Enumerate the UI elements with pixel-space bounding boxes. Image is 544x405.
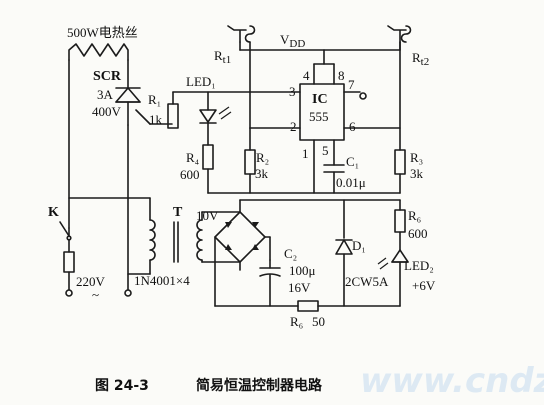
pin1-label: 1 — [302, 146, 309, 161]
r6-value: 600 — [408, 226, 428, 241]
rectifier-label: 1N4001×4 — [134, 273, 190, 288]
thermistor-rt2 — [387, 25, 412, 151]
watermark: www.cndzz.com — [360, 361, 544, 401]
pin5-label: 5 — [322, 143, 329, 158]
led2 — [377, 249, 409, 307]
fuse — [63, 251, 75, 291]
r4-value: 600 — [180, 167, 200, 182]
heater-label: 500W电热丝 — [67, 25, 138, 40]
led2-label: LED₂ — [404, 258, 434, 273]
pin7-label: 7 — [348, 77, 355, 92]
figure-title: 简易恒温控制器电路 — [196, 377, 323, 394]
c2-label: C₂ — [284, 246, 297, 261]
resistor-r3 — [394, 149, 406, 194]
r3-label: R₃ — [410, 150, 423, 165]
resistor-r1 — [149, 91, 301, 129]
mains-terminal-b — [124, 289, 132, 297]
scr-current: 3A — [97, 87, 114, 102]
resistor-r5 — [214, 300, 401, 312]
resistor-r6 — [394, 199, 406, 251]
r4-label: R₄ — [186, 150, 200, 165]
c1-value: 0.01μ — [336, 175, 366, 190]
zener-d1 — [335, 199, 353, 307]
pin4-label: 4 — [303, 68, 310, 83]
pin2-label: 2 — [290, 119, 297, 134]
r1-label: R₁ — [148, 92, 161, 107]
switch-k[interactable] — [59, 221, 72, 253]
pin3-label: 3 — [289, 84, 296, 99]
r1-value: 1k — [149, 112, 163, 127]
ic-part: 555 — [309, 109, 329, 124]
r2-value: 3k — [255, 166, 269, 181]
d1-label: D₁ — [352, 238, 366, 253]
scr-label: SCR — [93, 69, 122, 84]
thermistor-rt1 — [227, 25, 256, 129]
mains-symbol: ~ — [92, 287, 99, 302]
r6-label: R₆ — [408, 208, 421, 223]
heater-element — [68, 43, 129, 229]
transformer-label: T — [173, 205, 183, 220]
c1-label: C₁ — [346, 154, 359, 169]
c2-voltage: 16V — [288, 280, 311, 295]
bridge-rectifier — [214, 199, 401, 307]
c2-value: 100μ — [289, 263, 316, 278]
capacitor-c1 — [323, 164, 345, 194]
led1-label: LED₁ — [186, 74, 216, 89]
resistor-r4 — [202, 144, 214, 194]
mains-terminal-a — [65, 289, 73, 297]
pin8-label: 8 — [338, 68, 345, 83]
rt2-label: Rt2 — [412, 50, 429, 68]
r3-value: 3k — [410, 166, 424, 181]
resistor-r2 — [244, 127, 256, 194]
scr-thyristor — [115, 59, 151, 126]
transformer-t — [68, 197, 241, 275]
r5-value: 50 — [312, 314, 325, 329]
r2-label: R₂ — [256, 150, 269, 165]
figure-number: 图 24-3 — [95, 378, 149, 394]
led2-voltage: +6V — [412, 278, 436, 293]
rt1-label: Rt1 — [214, 48, 231, 66]
transformer-voltage: 10V — [196, 208, 219, 223]
ic-555-body — [299, 83, 345, 141]
capacitor-c2 — [259, 259, 281, 307]
d1-part: 2CW5A — [345, 274, 389, 289]
pin6-label: 6 — [349, 119, 356, 134]
vdd-label: VDD — [280, 32, 305, 50]
switch-k-label: K — [48, 205, 59, 220]
scr-voltage: 400V — [92, 104, 122, 119]
led1 — [199, 91, 232, 146]
r5-label: R₆ — [290, 314, 303, 329]
ic-label: IC — [312, 92, 328, 107]
mains-voltage: 220V — [76, 274, 106, 289]
